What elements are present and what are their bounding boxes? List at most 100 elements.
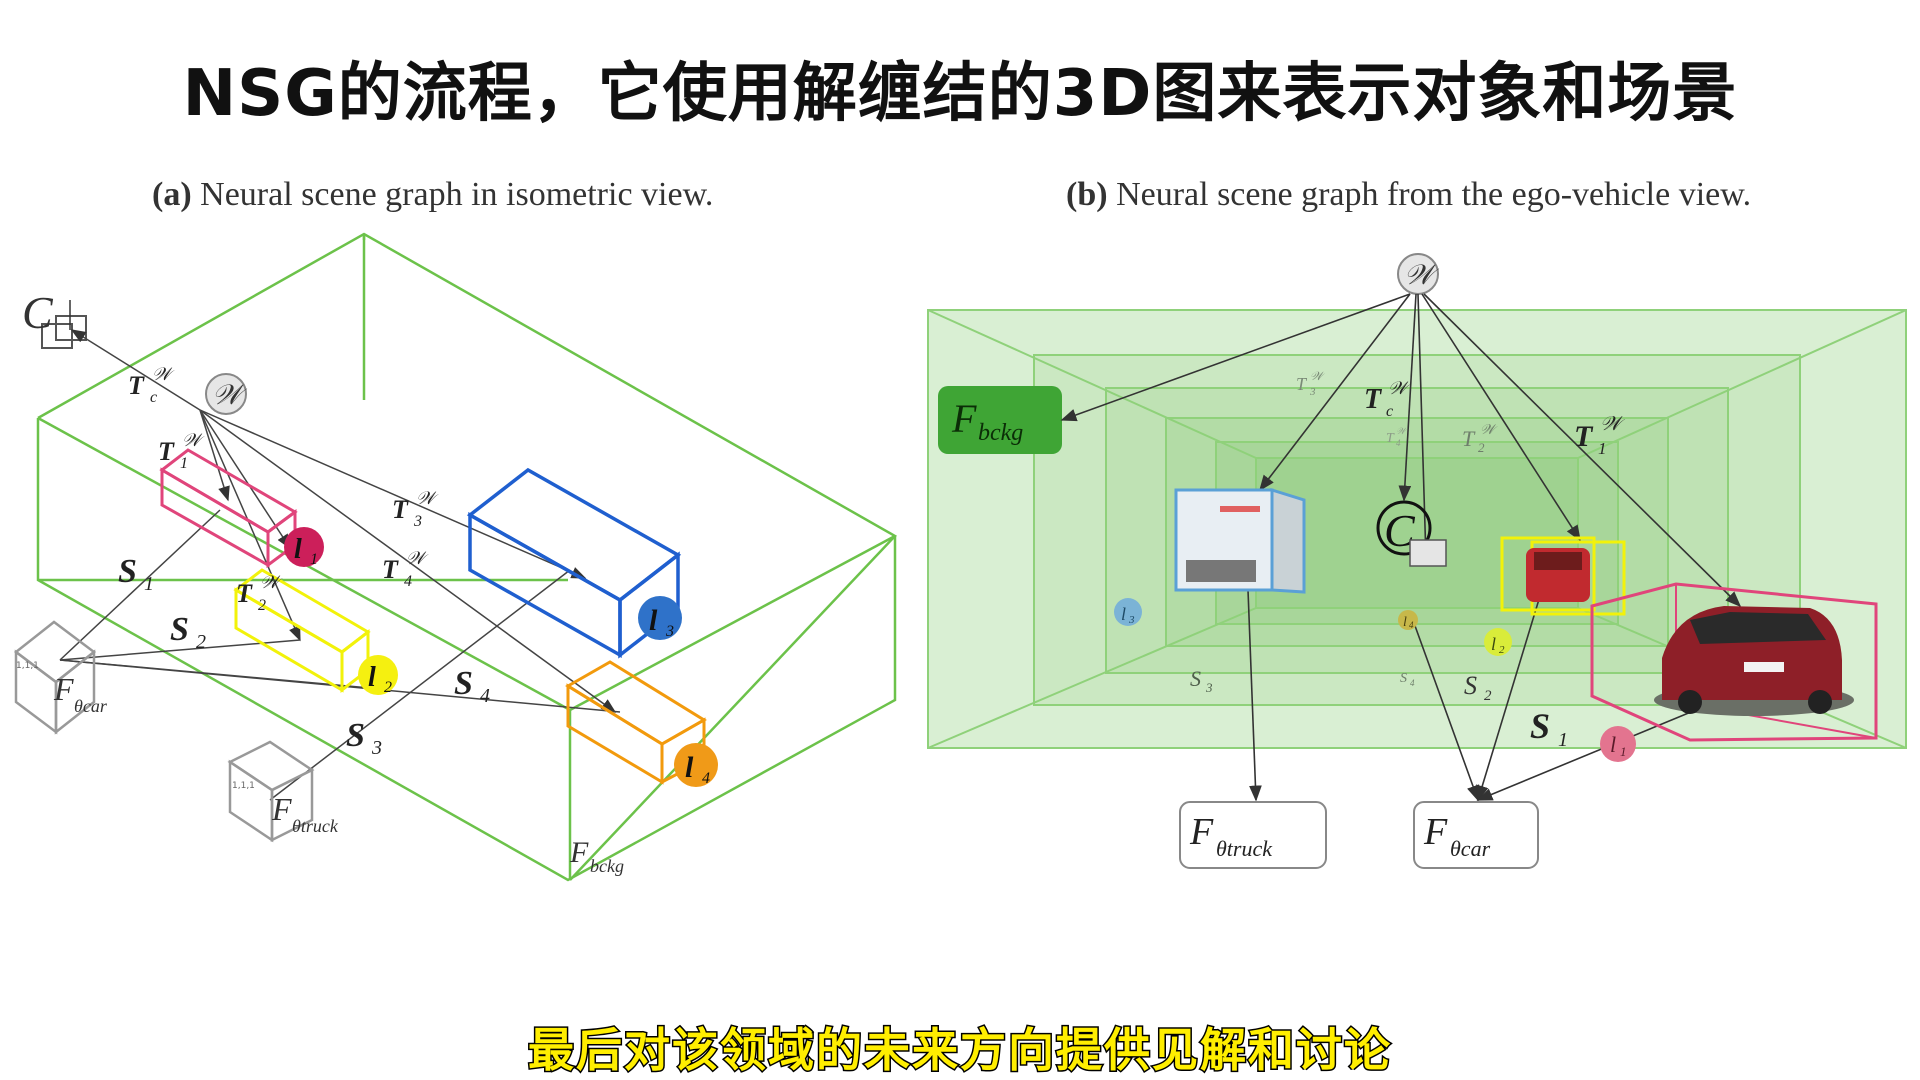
panel-a-scale-labels: S 1 S 2 S 3 S 4 bbox=[118, 553, 490, 759]
panel-a-transform-labels: T c 𝒲 T 1 𝒲 T 2 𝒲 T 3 𝒲 T 4 𝒲 bbox=[128, 364, 439, 614]
svg-text:T: T bbox=[236, 579, 253, 608]
svg-text:T: T bbox=[1364, 384, 1383, 415]
svg-text:1: 1 bbox=[180, 455, 188, 472]
svg-text:c: c bbox=[1386, 403, 1393, 420]
svg-text:3: 3 bbox=[1205, 680, 1213, 695]
svg-text:2: 2 bbox=[384, 679, 392, 696]
svg-text:1: 1 bbox=[310, 551, 318, 568]
svg-text:S: S bbox=[170, 611, 189, 648]
svg-text:4: 4 bbox=[1410, 678, 1415, 688]
svg-text:bckg: bckg bbox=[590, 856, 624, 876]
svg-text:bckg: bckg bbox=[978, 420, 1023, 446]
tunnel-frames bbox=[927, 309, 1907, 749]
panel-b-l4: l 4 bbox=[1398, 610, 1418, 630]
panel-b-transform-labels: T 3 𝒲 T c 𝒲 T 4 𝒲 T 2 𝒲 T 1 𝒲 bbox=[1296, 369, 1626, 458]
panel-b-truck bbox=[1174, 487, 1306, 594]
svg-text:l: l bbox=[1403, 615, 1407, 630]
svg-text:T: T bbox=[392, 495, 409, 524]
svg-text:F: F bbox=[951, 396, 977, 441]
panel-a-camera-label: C bbox=[22, 287, 54, 338]
panel-a-world-node bbox=[205, 373, 247, 415]
svg-text:𝒲: 𝒲 bbox=[406, 548, 429, 568]
svg-text:2: 2 bbox=[1484, 688, 1492, 704]
panel-b-bckg-node: F bckg bbox=[938, 386, 1062, 454]
svg-text:4: 4 bbox=[702, 770, 710, 787]
svg-text:𝒲: 𝒲 bbox=[1388, 378, 1411, 398]
svg-text:F: F bbox=[569, 836, 589, 869]
svg-text:4: 4 bbox=[1409, 620, 1414, 630]
svg-text:𝒲: 𝒲 bbox=[182, 430, 205, 450]
svg-text:1,1,1: 1,1,1 bbox=[16, 661, 39, 671]
svg-text:S: S bbox=[1530, 706, 1550, 746]
unit-cube-truck: 1,1,1 bbox=[227, 740, 315, 843]
svg-text:𝒲: 𝒲 bbox=[152, 364, 175, 384]
svg-text:θtruck: θtruck bbox=[292, 816, 339, 836]
svg-text:3: 3 bbox=[1128, 614, 1135, 626]
panel-a-caption-text: Neural scene graph in isometric view. bbox=[200, 176, 714, 213]
svg-text:l: l bbox=[1491, 634, 1496, 654]
svg-text:θcar: θcar bbox=[74, 696, 108, 716]
panel-a-edges bbox=[59, 329, 621, 801]
svg-text:1: 1 bbox=[144, 573, 154, 595]
svg-text:S: S bbox=[346, 717, 365, 754]
svg-text:𝒲: 𝒲 bbox=[416, 488, 439, 508]
svg-text:4: 4 bbox=[480, 685, 490, 707]
svg-text:1,1,1: 1,1,1 bbox=[232, 781, 255, 791]
svg-text:F: F bbox=[1189, 811, 1214, 853]
svg-text:S: S bbox=[1190, 666, 1201, 691]
svg-text:2: 2 bbox=[1499, 644, 1505, 656]
svg-text:𝒲: 𝒲 bbox=[1480, 423, 1498, 438]
svg-text:𝒲: 𝒲 bbox=[260, 572, 283, 592]
panel-a-tag: (a) bbox=[152, 176, 192, 213]
slide-title: NSG的流程，它使用解缠结的3D图来表示对象和场景 bbox=[182, 57, 1738, 131]
svg-text:F: F bbox=[53, 671, 74, 707]
svg-text:2: 2 bbox=[1478, 440, 1485, 455]
svg-text:l: l bbox=[294, 534, 302, 565]
panel-a-diagram: C 𝒲 bbox=[13, 232, 898, 882]
svg-text:F: F bbox=[271, 791, 292, 827]
svg-text:l: l bbox=[1610, 732, 1616, 757]
svg-text:3: 3 bbox=[413, 513, 422, 530]
svg-text:2: 2 bbox=[258, 597, 266, 614]
panel-b-f-car-node: F θcar bbox=[1413, 801, 1539, 869]
panel-b-edges bbox=[1060, 293, 1742, 802]
svg-text:S: S bbox=[1464, 671, 1477, 700]
svg-text:θtruck: θtruck bbox=[1216, 836, 1273, 861]
panel-b-l2: l 2 bbox=[1484, 628, 1512, 656]
latent-node-l2: l 2 bbox=[358, 655, 398, 696]
svg-text:T: T bbox=[1296, 374, 1308, 394]
svg-text:3: 3 bbox=[371, 737, 382, 759]
svg-text:3: 3 bbox=[665, 623, 674, 640]
panel-b-caption: (b) Neural scene graph from the ego-vehi… bbox=[1066, 176, 1751, 214]
panel-b-scale-labels: S 3 S 4 S 2 S 1 bbox=[1190, 666, 1568, 751]
svg-text:c: c bbox=[150, 389, 157, 406]
svg-text:1: 1 bbox=[1558, 729, 1568, 751]
svg-text:T: T bbox=[1462, 426, 1476, 451]
latent-node-l1: l 1 bbox=[284, 527, 324, 568]
f-bckg-label: F bckg bbox=[569, 836, 624, 876]
svg-text:l: l bbox=[1121, 604, 1126, 624]
svg-text:1: 1 bbox=[1598, 439, 1607, 458]
svg-text:𝒲: 𝒲 bbox=[1310, 369, 1326, 383]
panel-b-car-2 bbox=[1500, 536, 1626, 616]
svg-text:T: T bbox=[1574, 420, 1594, 453]
panel-b-tag: (b) bbox=[1066, 176, 1108, 213]
panel-b-l3: l 3 bbox=[1114, 598, 1142, 626]
panel-b-diagram: 𝒲 F bckg C bbox=[927, 253, 1907, 869]
svg-text:S: S bbox=[118, 553, 137, 590]
panel-b-caption-text: Neural scene graph from the ego-vehicle … bbox=[1116, 176, 1752, 213]
latent-node-l3: l 3 bbox=[638, 596, 682, 640]
svg-text:l: l bbox=[649, 604, 658, 637]
unit-cube-car: 1,1,1 bbox=[13, 620, 97, 735]
svg-text:S: S bbox=[1400, 671, 1407, 686]
svg-text:T: T bbox=[158, 437, 175, 466]
scene-bounding-box bbox=[36, 232, 898, 882]
svg-text:T: T bbox=[128, 371, 145, 400]
panel-b-l1: l 1 bbox=[1600, 726, 1636, 762]
f-truck-label: F θtruck bbox=[271, 791, 339, 836]
svg-text:l: l bbox=[368, 662, 376, 693]
svg-text:l: l bbox=[685, 751, 694, 784]
svg-text:4: 4 bbox=[1396, 438, 1401, 448]
panel-b-camera: C bbox=[1376, 500, 1447, 567]
